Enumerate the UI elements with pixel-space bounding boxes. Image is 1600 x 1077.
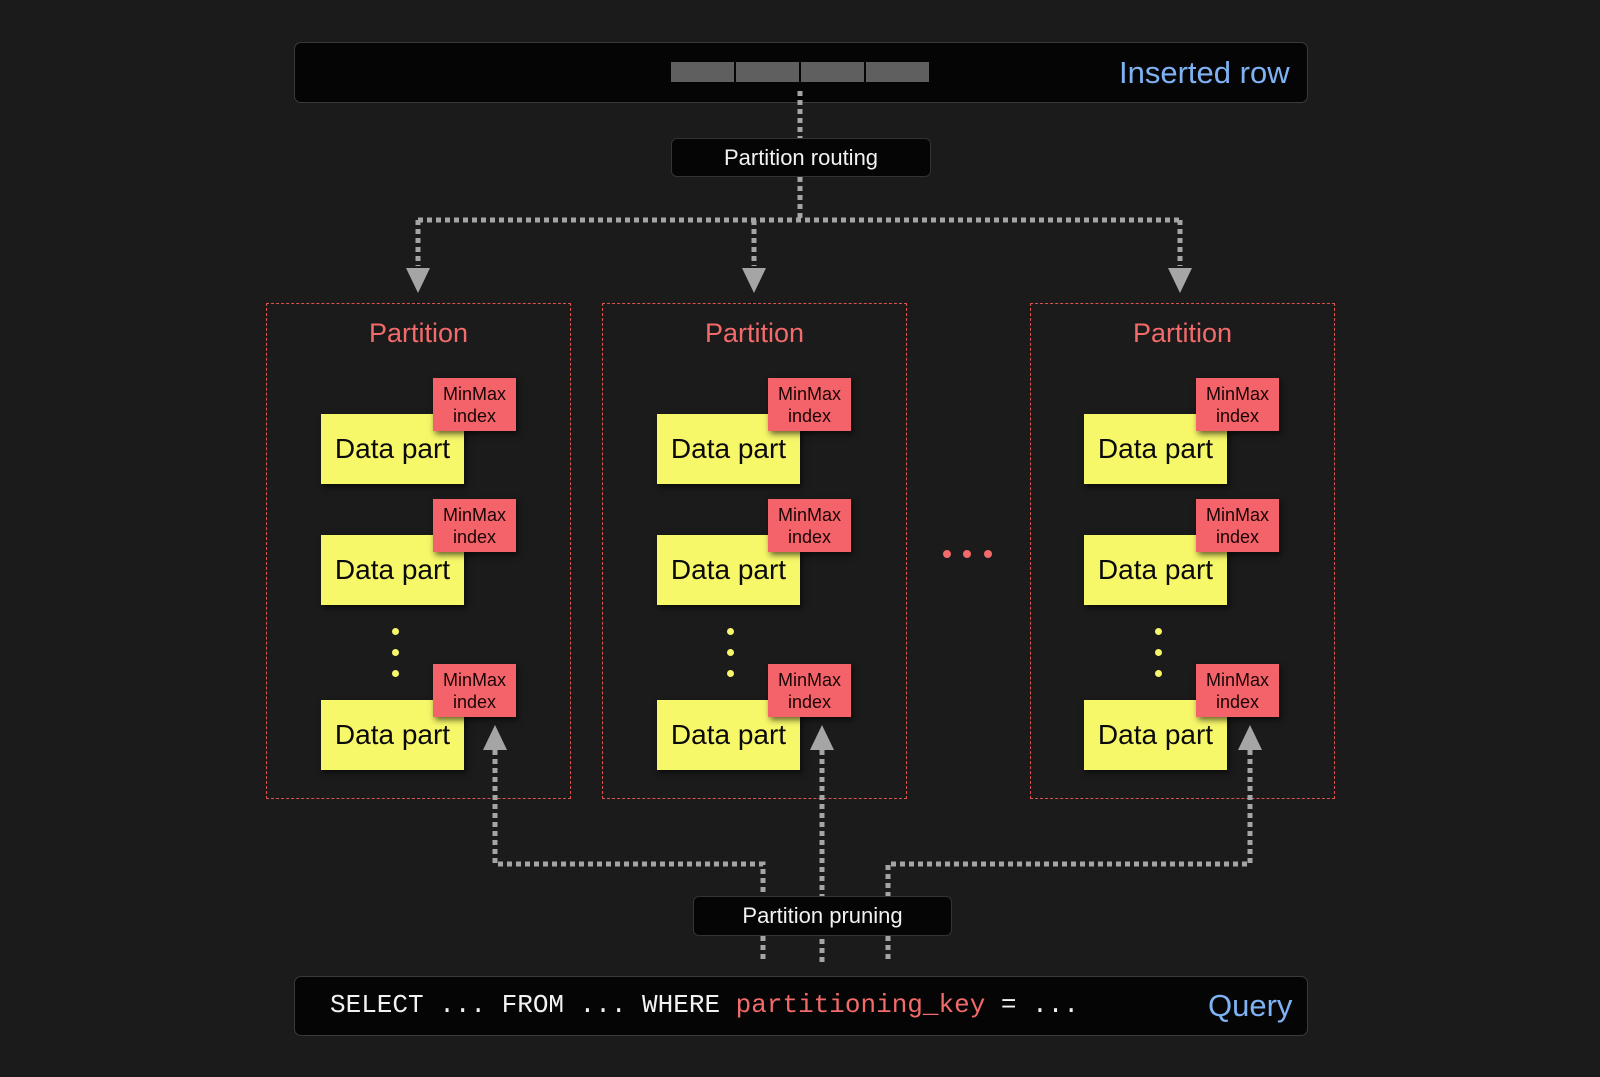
minmax-line1: MinMax <box>777 504 841 525</box>
query-text: SELECT ... FROM ... WHERE partitioning_k… <box>330 990 1079 1020</box>
partition-title: Partition <box>704 318 805 348</box>
arrow-up-icon <box>483 725 507 750</box>
inserted-row-label: Inserted row <box>1119 55 1290 90</box>
row-cell <box>801 62 864 82</box>
minmax-index: MinMax index <box>1196 378 1279 431</box>
minmax-line2: index <box>1215 691 1260 712</box>
minmax-index: MinMax index <box>433 664 516 717</box>
minmax-line2: index <box>1215 526 1260 547</box>
arrow-up-icon <box>1238 725 1262 750</box>
query-partitioning-key: partitioning_key <box>735 990 986 1020</box>
query-prefix: SELECT ... FROM ... WHERE <box>330 990 736 1020</box>
partition-pruning-label: Partition pruning <box>693 896 952 936</box>
minmax-index: MinMax index <box>1196 664 1279 717</box>
partition-2: Partition <box>602 303 907 799</box>
minmax-line1: MinMax <box>442 504 506 525</box>
minmax-line1: MinMax <box>777 383 841 404</box>
arrow-up-icon <box>810 725 834 750</box>
partition-title: Partition <box>368 318 469 348</box>
minmax-index: MinMax index <box>768 378 851 431</box>
query-suffix: = ... <box>985 990 1079 1020</box>
row-cell <box>671 62 734 82</box>
data-part: Data part <box>1084 700 1227 770</box>
minmax-line2: index <box>787 405 832 426</box>
partition-routing-label: Partition routing <box>671 138 931 177</box>
minmax-index: MinMax index <box>433 378 516 431</box>
minmax-line2: index <box>452 691 497 712</box>
data-part: Data part <box>321 700 464 770</box>
partition-title: Partition <box>1132 318 1233 348</box>
minmax-line2: index <box>787 526 832 547</box>
minmax-index: MinMax index <box>1196 499 1279 552</box>
arrow-down-icon <box>1168 268 1192 293</box>
row-cell <box>736 62 799 82</box>
minmax-line2: index <box>787 691 832 712</box>
minmax-line1: MinMax <box>442 383 506 404</box>
data-part: Data part <box>321 535 464 605</box>
query-label: Query <box>1208 988 1293 1023</box>
minmax-index: MinMax index <box>768 499 851 552</box>
arrow-down-icon <box>742 268 766 293</box>
arrow-down-icon <box>406 268 430 293</box>
minmax-index: MinMax index <box>433 499 516 552</box>
minmax-line2: index <box>452 526 497 547</box>
minmax-index: MinMax index <box>768 664 851 717</box>
minmax-line1: MinMax <box>1205 383 1269 404</box>
minmax-line1: MinMax <box>777 669 841 690</box>
minmax-line2: index <box>1215 405 1260 426</box>
minmax-line1: MinMax <box>442 669 506 690</box>
minmax-line1: MinMax <box>1205 504 1269 525</box>
partition-1: Partition <box>266 303 571 799</box>
minmax-line1: MinMax <box>1205 669 1269 690</box>
query-bar <box>294 976 1308 1036</box>
row-cell <box>866 62 929 82</box>
minmax-line2: index <box>452 405 497 426</box>
partition-3: Partition <box>1030 303 1335 799</box>
